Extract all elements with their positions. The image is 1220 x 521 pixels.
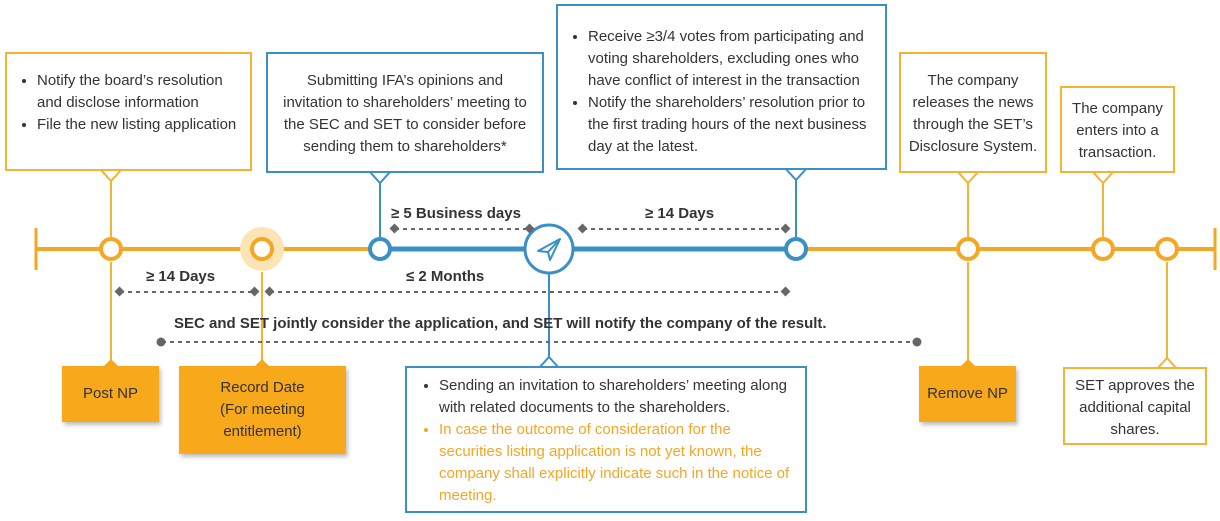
node-enters [1091, 237, 1115, 261]
votes-item: Notify the shareholders’ resolution prio… [588, 92, 875, 158]
submitting-box: Submitting IFA’s opinions and invitation… [266, 52, 544, 173]
range-business-days [389, 223, 535, 234]
node-submitting [368, 237, 392, 261]
node-notify [99, 237, 123, 261]
notify-box: Notify the board’s resolution and disclo… [5, 52, 252, 171]
paper-plane-icon [537, 238, 561, 261]
pointer-post-np [103, 359, 119, 367]
enters-box: The company enters into a transaction. [1060, 86, 1175, 173]
label-fourteen-days-right: ≥ 14 Days [645, 205, 715, 222]
label-sec-set: SEC and SET jointly consider the applica… [174, 315, 827, 332]
votes-box: Receive ≥3/4 votes from participating an… [556, 4, 887, 170]
range-two-months [264, 286, 791, 297]
pointer-votes [783, 168, 809, 182]
set-approves-box: SET approves the additional capital shar… [1063, 367, 1207, 445]
sending-box: Sending an invitation to shareholders’ m… [405, 366, 807, 513]
pointer-releases [955, 171, 981, 185]
range-fourteen-days-right [577, 223, 791, 234]
node-releases [956, 237, 980, 261]
node-votes [784, 237, 808, 261]
pointer-enters [1090, 171, 1116, 185]
notify-item: Notify the board’s resolution and disclo… [37, 70, 238, 114]
label-two-months: ≤ 2 Months [406, 268, 485, 285]
label-business-days: ≥ 5 Business days [391, 205, 521, 222]
votes-item: Receive ≥3/4 votes from participating an… [588, 26, 875, 92]
submitting-text: Submitting IFA’s opinions and invitation… [283, 72, 527, 155]
releases-box: The company releases the news through th… [899, 52, 1047, 173]
enters-text: The company enters into a transaction. [1072, 100, 1163, 161]
set-approves-text: SET approves the additional capital shar… [1075, 377, 1195, 438]
pointer-record-date [254, 359, 270, 367]
node-record-date [250, 237, 274, 261]
remove-np-tag: Remove NP [919, 366, 1016, 422]
notify-item: File the new listing application [37, 114, 238, 136]
post-np-tag: Post NP [62, 366, 159, 422]
range-fourteen-days-left [114, 286, 260, 297]
pointer-remove-np [960, 359, 976, 367]
releases-text: The company releases the news through th… [908, 72, 1038, 155]
sending-item: Sending an invitation to shareholders’ m… [439, 375, 795, 419]
pointer-notify [98, 169, 124, 183]
range-sec-set [156, 337, 922, 347]
pointer-submitting [367, 171, 393, 185]
record-date-tag: Record Date (For meeting entitlement) [179, 366, 346, 454]
label-fourteen-days-left: ≥ 14 Days [146, 268, 216, 285]
node-meeting [523, 223, 575, 275]
node-set-approves [1155, 237, 1179, 261]
sending-item-note: In case the outcome of consideration for… [439, 419, 795, 507]
